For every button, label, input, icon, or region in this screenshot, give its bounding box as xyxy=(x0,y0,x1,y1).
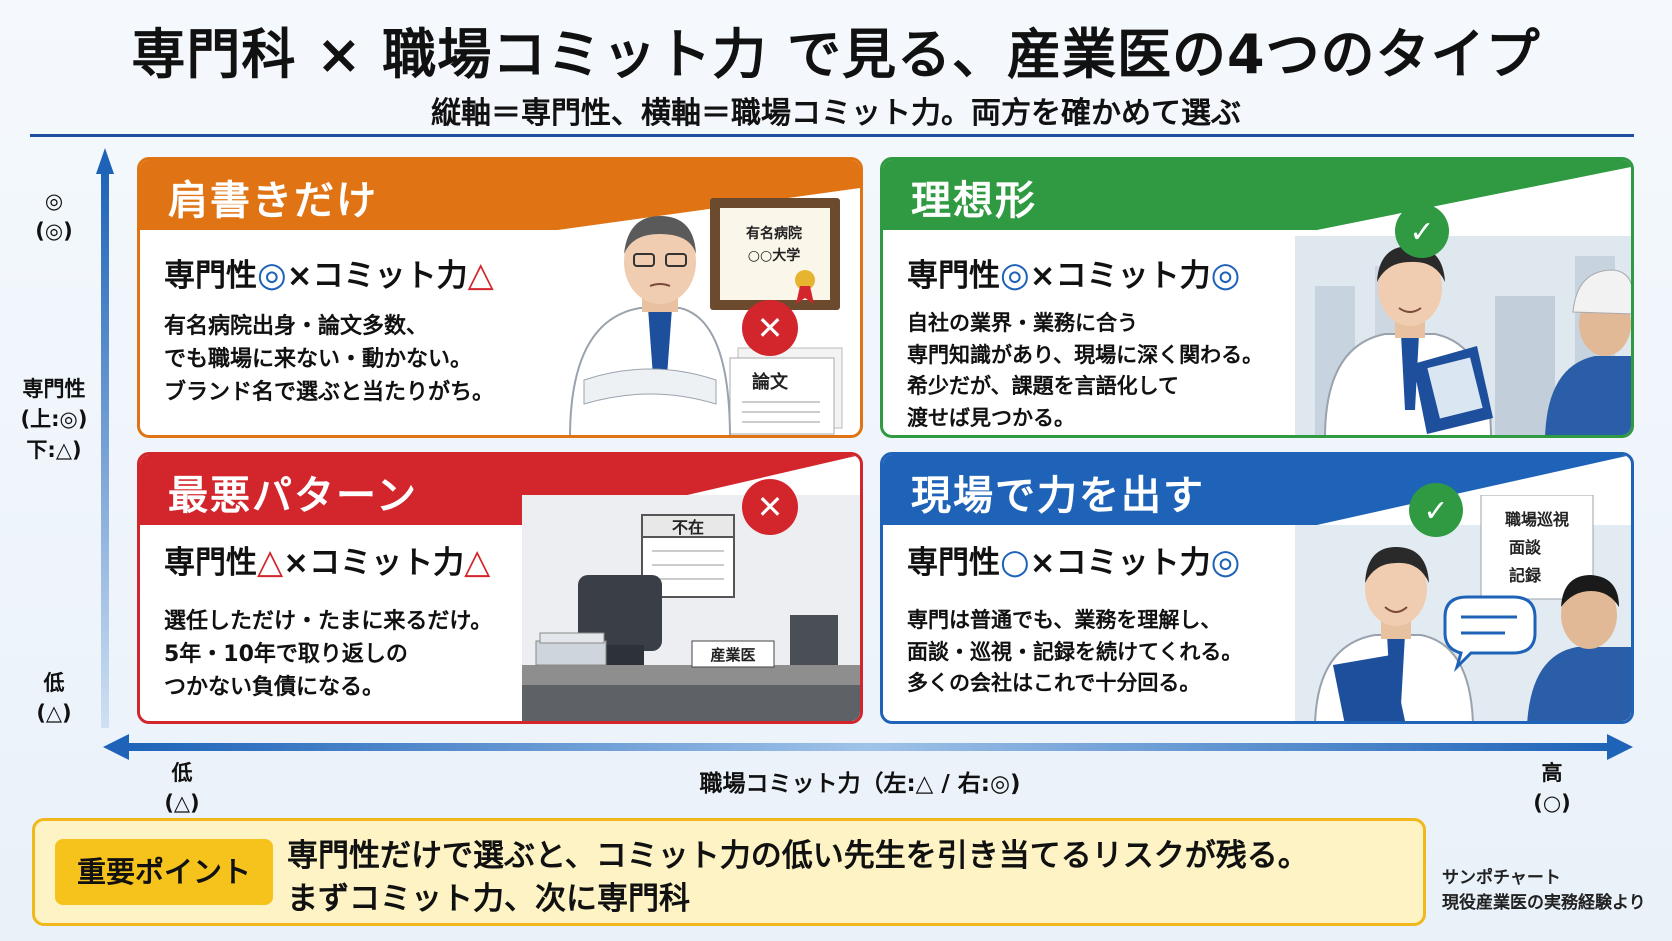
clipboard-board-line-2: 面談 xyxy=(1509,538,1542,557)
commitment-symbol: ◎ xyxy=(1210,255,1241,295)
haxis-left-label: 低 (△) xyxy=(164,761,200,816)
vertical-axis-arrow xyxy=(96,148,114,728)
doctor-interview-illustration: 職場巡視 面談 記録 xyxy=(1295,495,1631,721)
rating-prefix: 専門性 xyxy=(164,545,257,581)
vaxis-top-label: ◎ (◎) xyxy=(35,189,73,244)
quadrant-title-only: 肩書きだけ 専門性◎×コミット力△ 有名病院出身・論文多数、 でも職場に来ない・… xyxy=(137,157,863,438)
quadrant-description: 選任しただけ・たまに来るだけ。 5年・10年で取り返しの つかない負債になる。 xyxy=(164,609,493,700)
paper-stack-label: 論文 xyxy=(752,371,789,393)
page-subtitle: 縦軸＝専門性、横軸＝職場コミット力。両方を確かめて選ぶ xyxy=(431,96,1241,131)
calendar-absent-label: 不在 xyxy=(672,518,704,537)
cross-mark-glyph: ✕ xyxy=(757,488,784,526)
rating-mid: ×コミット力 xyxy=(286,258,468,294)
check-mark-glyph: ✓ xyxy=(1409,215,1434,250)
expertise-symbol: ○ xyxy=(1000,542,1030,582)
expertise-symbol: ◎ xyxy=(1000,255,1030,295)
check-mark-icon: ✓ xyxy=(1395,204,1449,258)
quadrant-rating: 専門性△×コミット力△ xyxy=(164,537,490,582)
quadrant-ideal: 理想形 専門性◎×コミット力◎ 自社の業界・業務に合う 専門知識があり、現場に深… xyxy=(880,157,1634,438)
commitment-symbol: ◎ xyxy=(1210,542,1241,582)
quadrant-field-effective: 現場で力を出す 専門性○×コミット力◎ 専門は普通でも、業務を理解し、 面談・巡… xyxy=(880,452,1634,724)
rating-prefix: 専門性 xyxy=(907,258,1000,294)
empty-desk-illustration: 不在 産業医 xyxy=(522,495,860,721)
key-point-box: 重要ポイント 専門性だけで選ぶと、コミット力の低い先生を引き当てるリスクが残る。… xyxy=(32,818,1426,926)
check-mark-icon: ✓ xyxy=(1409,483,1463,537)
rating-mid: ×コミット力 xyxy=(283,545,465,581)
rating-prefix: 専門性 xyxy=(164,258,257,294)
nameplate-label: 産業医 xyxy=(710,646,755,664)
expertise-symbol: ◎ xyxy=(257,255,287,295)
haxis-label: 職場コミット力（左:△ / 右:◎) xyxy=(699,771,1021,797)
commitment-symbol: △ xyxy=(467,255,494,295)
quadrant-worst: 最悪パターン 専門性△×コミット力△ 選任しただけ・たまに来るだけ。 5年・10… xyxy=(137,452,863,724)
rating-mid: ×コミット力 xyxy=(1029,545,1211,581)
certificate-text-1: 有名病院 xyxy=(746,225,802,242)
quadrant-description: 自社の業界・業務に合う 専門知識があり、現場に深く関わる。 希少だが、課題を言語… xyxy=(907,311,1264,430)
haxis-right-label: 高 (○) xyxy=(1533,761,1571,816)
commitment-symbol: △ xyxy=(464,542,491,582)
key-point-text: 専門性だけで選ぶと、コミット力の低い先生を引き当てるリスクが残る。 まずコミット… xyxy=(287,838,1309,917)
page-title: 専門科 × 職場コミット力 で見る、産業医の4つのタイプ xyxy=(131,23,1541,86)
source-credit: サンポチャート 現役産業医の実務経験より xyxy=(1442,868,1646,913)
cross-mark-icon: ✕ xyxy=(742,479,798,535)
cross-mark-glyph: ✕ xyxy=(757,309,784,347)
key-point-badge: 重要ポイント xyxy=(55,839,273,905)
arrogant-doctor-illustration: 有名病院 ○○大学 論文 xyxy=(569,198,843,435)
title-divider xyxy=(30,134,1634,137)
cross-mark-icon: ✕ xyxy=(742,300,798,356)
certificate-text-2: ○○大学 xyxy=(748,247,800,264)
horizontal-axis-arrow xyxy=(103,734,1633,760)
clipboard-board-line-3: 記録 xyxy=(1509,566,1542,585)
quadrant-description: 有名病院出身・論文多数、 でも職場に来ない・動かない。 ブランド名で選ぶと当たり… xyxy=(164,314,495,405)
vaxis-bottom-label: 低 (△) xyxy=(36,671,72,726)
doctor-with-worker-illustration xyxy=(1295,236,1631,435)
vaxis-label: 専門性 (上:◎) 下:△) xyxy=(20,377,88,462)
quadrant-rating: 専門性◎×コミット力△ xyxy=(164,250,494,295)
rating-prefix: 専門性 xyxy=(907,545,1000,581)
quadrant-description: 専門は普通でも、業務を理解し、 面談・巡視・記録を続けてくれる。 多くの会社はこ… xyxy=(907,608,1243,695)
quadrant-rating: 専門性◎×コミット力◎ xyxy=(907,250,1240,295)
expertise-symbol: △ xyxy=(257,542,284,582)
check-mark-glyph: ✓ xyxy=(1423,494,1448,529)
clipboard-board-line-1: 職場巡視 xyxy=(1505,510,1569,529)
rating-mid: ×コミット力 xyxy=(1029,258,1211,294)
quadrant-rating: 専門性○×コミット力◎ xyxy=(907,537,1240,582)
